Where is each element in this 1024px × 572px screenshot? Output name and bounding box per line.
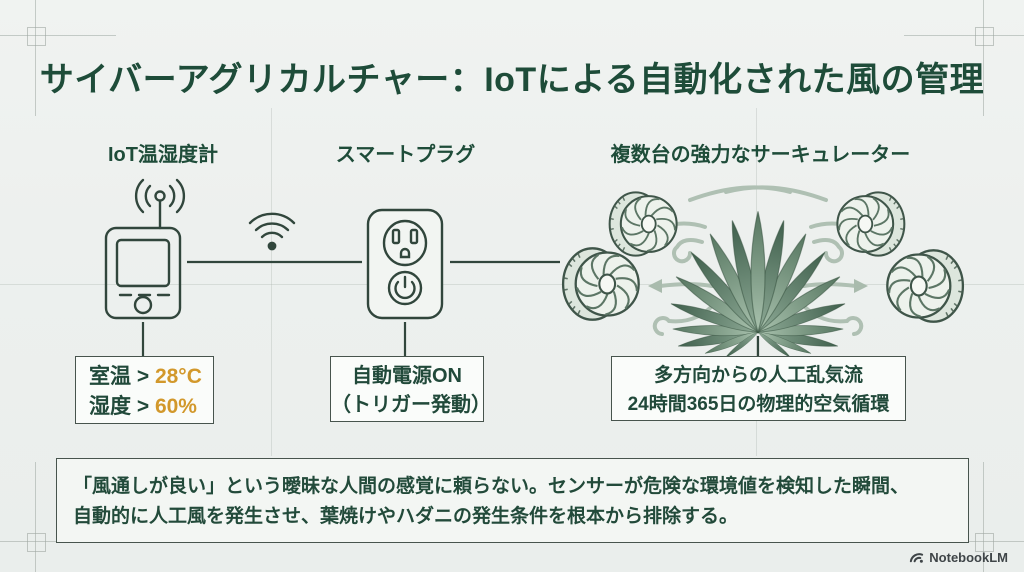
condition-row-humidity: 湿度 > 60% [89,392,213,422]
label-circulators: 複数台の強力なサーキュレーター [610,144,911,166]
circulator-fan-top-left-icon [608,191,679,257]
summary-line-2: 自動的に人工風を発生させ、葉焼けやハダニの発生条件を根本から排除する。 [73,506,739,528]
effect-line-1: 多方向からの人工乱気流 [653,365,863,386]
condition-value: 28°C [154,365,202,388]
registration-mark [904,0,1024,116]
smart-plug-icon [366,208,444,320]
summary-box: 「風通しが良い」という曖昧な人間の感覚に頼らない。センサーが危険な環境値を検知し… [56,458,969,543]
notebooklm-logo-icon [910,553,924,563]
circulator-fan-mid-right-icon [884,249,965,323]
registration-mark [0,0,116,116]
circulator-fan-top-right-icon [835,191,906,257]
action-line-2: （トリガー発動） [331,394,491,416]
condition-label: 湿度 > [89,395,150,419]
iot-sensor-icon [104,178,186,320]
condition-row-temperature: 室温 > 28°C [89,362,213,392]
condition-value: 60% [154,395,197,419]
label-smart-plug: スマートプラグ [335,144,476,166]
action-box: 自動電源ON （トリガー発動） [330,356,491,422]
summary-line-1: 「風通しが良い」という曖昧な人間の感覚に頼らない。センサーが危険な環境値を検知し… [73,476,910,497]
action-line-1: 自動電源ON [352,365,462,387]
wifi-icon [248,212,296,251]
footer-brand: NotebookLM [909,550,1008,565]
guide-line [0,284,1024,285]
guide-line [271,108,272,456]
condition-box: 室温 > 28°C 湿度 > 60% [75,356,214,424]
effect-line-2: 24時間365日の物理的空気循環 [627,393,890,415]
condition-label: 室温 > [89,365,150,388]
connector-lines [141,260,760,356]
page-title: サイバーアグリカルチャー：IoTによる自動化された風の管理 [39,61,985,99]
notebooklm-logo-text: NotebookLM [929,550,1008,565]
label-iot-sensor: IoT温湿度計 [108,144,218,166]
circulator-fan-mid-left-icon [561,247,642,321]
effect-box: 多方向からの人工乱気流 24時間365日の物理的空気循環 [611,356,906,421]
